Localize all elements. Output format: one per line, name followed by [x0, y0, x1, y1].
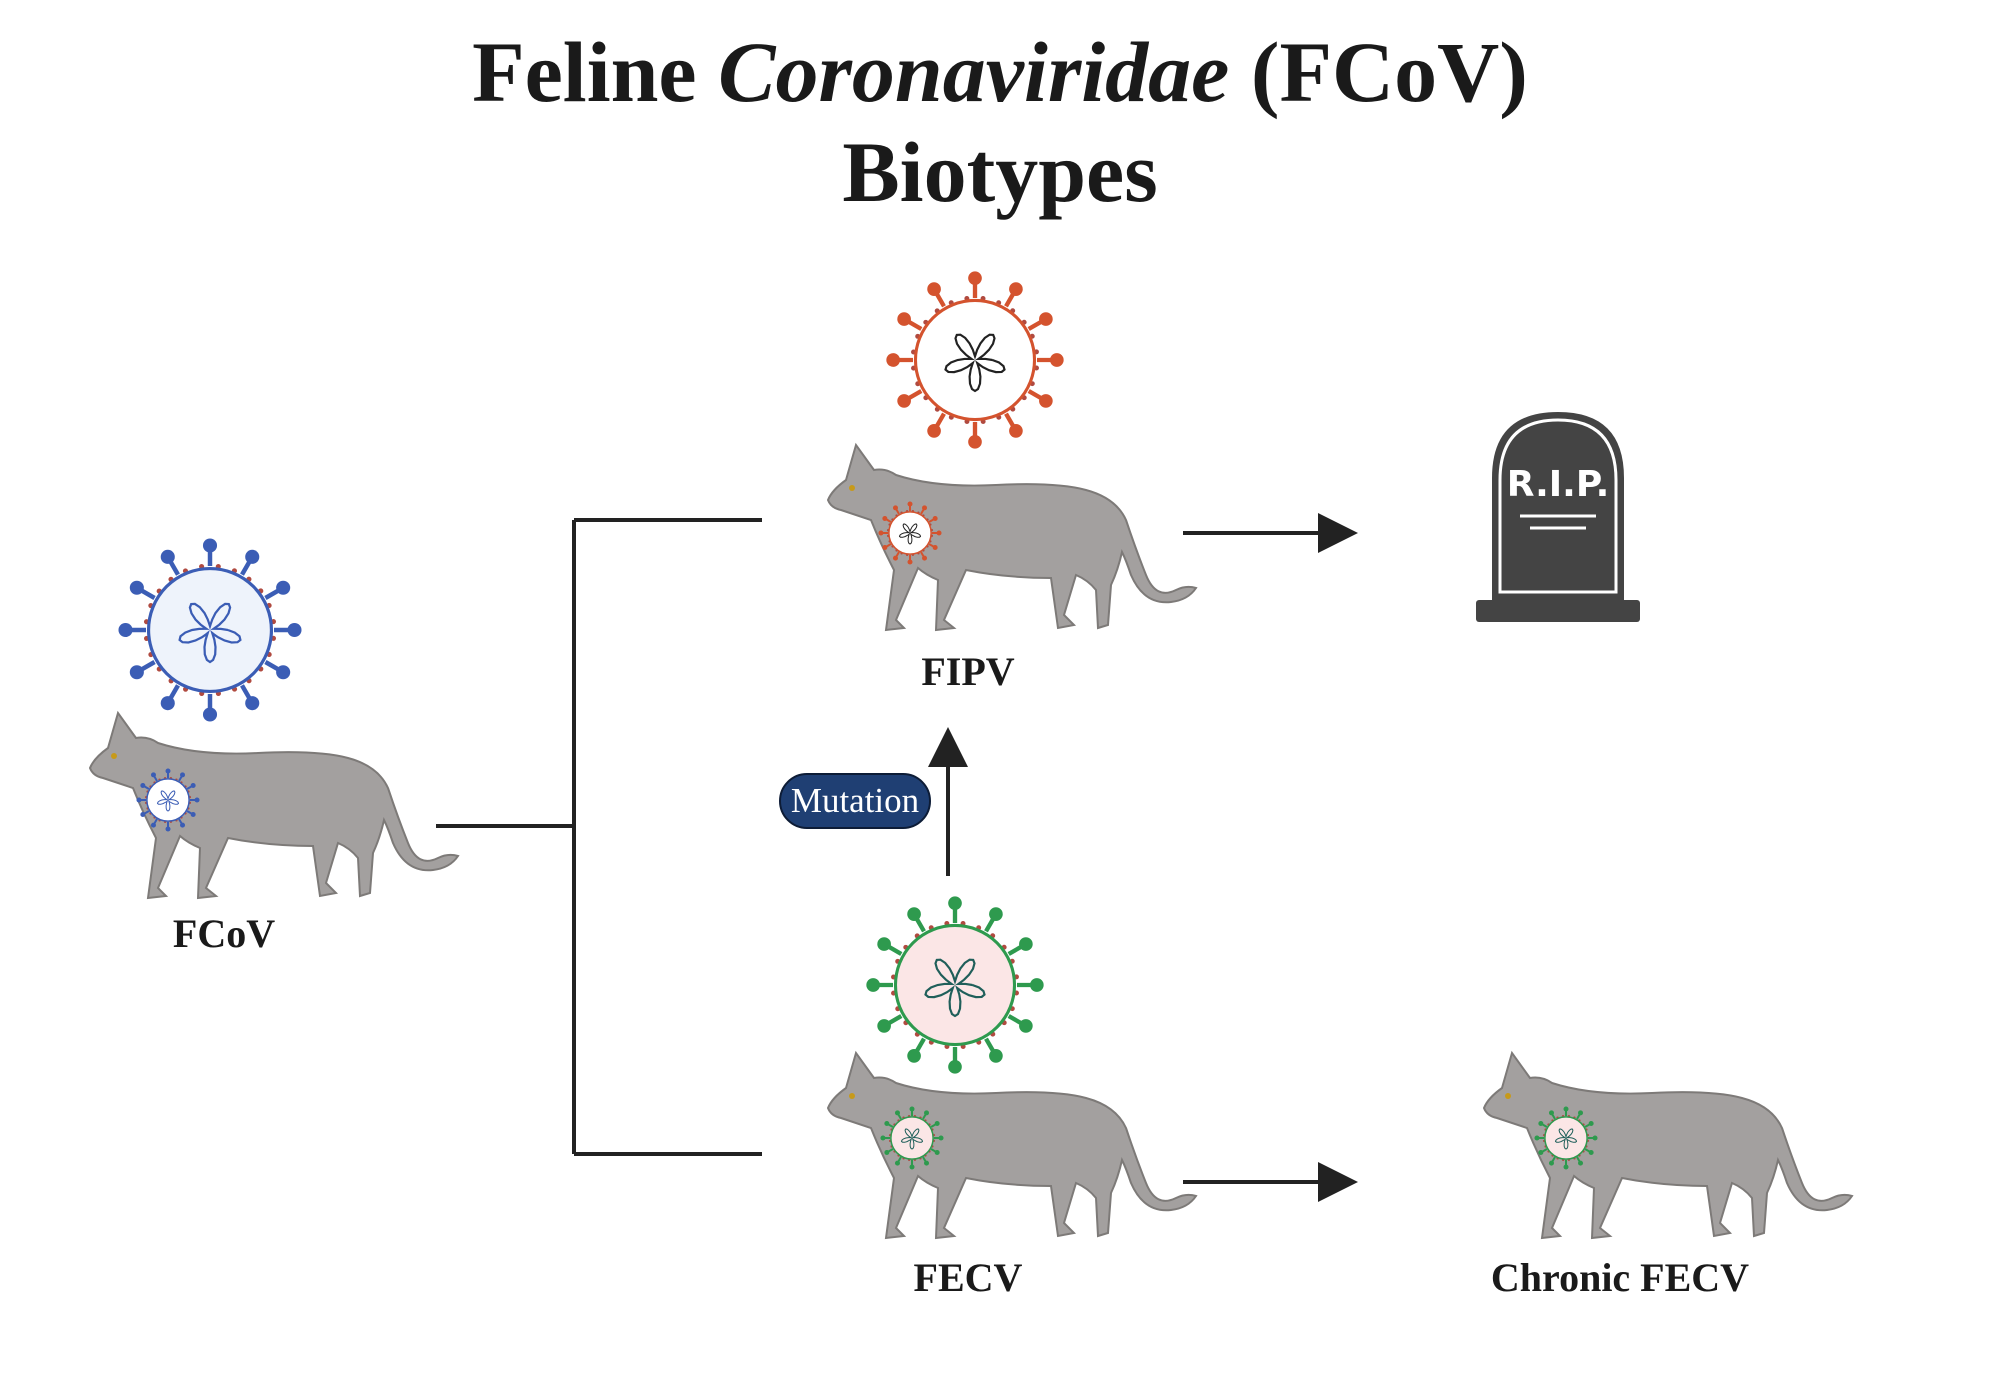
tombstone-icon: R.I.P.	[1476, 412, 1640, 622]
fcov-virus-icon	[118, 538, 302, 722]
fecv-label: FECV	[913, 1255, 1023, 1300]
fipv-virus-icon	[886, 271, 1064, 449]
chronic-fecv-infection-icon	[1534, 1106, 1598, 1170]
title-suffix: (FCoV)	[1229, 24, 1528, 120]
fcov-label: FCoV	[172, 911, 276, 956]
title-line2: Biotypes	[842, 124, 1158, 220]
mutation-label: Mutation	[791, 781, 919, 820]
branch-connector	[436, 518, 762, 1156]
fecv-virus-icon	[866, 896, 1044, 1074]
mutation-badge: Mutation	[779, 773, 931, 829]
chronic-fecv-label: Chronic FECV	[1490, 1255, 1750, 1300]
title-prefix: Feline	[472, 24, 719, 120]
fecv-cat-icon	[827, 1052, 1197, 1239]
fcov-infection-icon	[136, 768, 200, 832]
diagram-title: Feline Coronaviridae (FCoV) Biotypes	[0, 22, 2000, 222]
fecv-infection-icon	[880, 1106, 944, 1170]
fipv-label: FIPV	[921, 649, 1015, 694]
rip-label: R.I.P.	[1507, 464, 1610, 505]
chronic-fecv-cat-icon	[1483, 1052, 1853, 1239]
fipv-infection-icon	[878, 501, 942, 565]
title-italic: Coronaviridae	[718, 24, 1230, 120]
fipv-cat-icon	[827, 444, 1197, 631]
fcov-cat-icon	[89, 712, 459, 899]
